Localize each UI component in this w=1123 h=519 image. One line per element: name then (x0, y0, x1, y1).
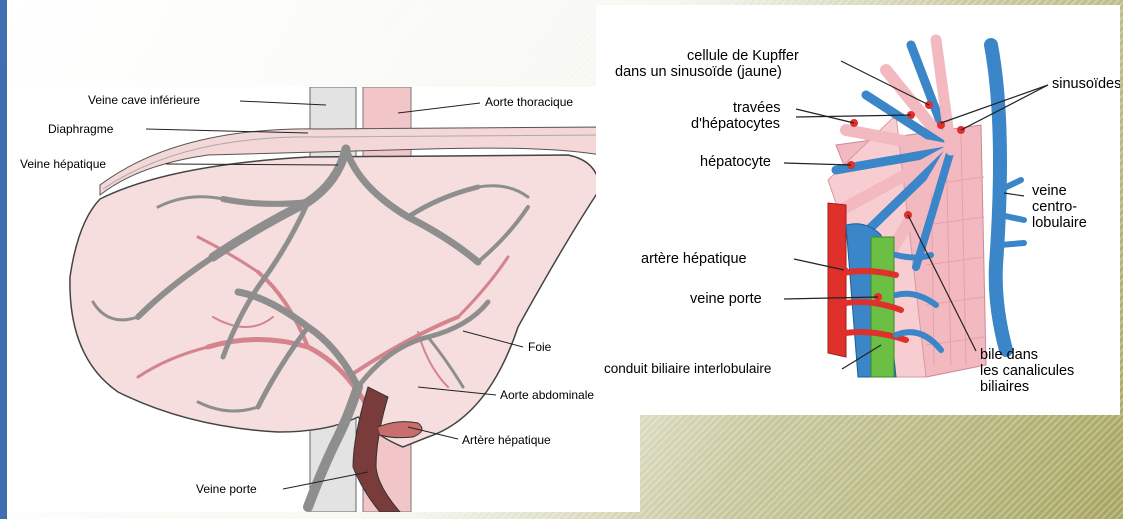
label-bile-line2: les canalicules (980, 363, 1074, 379)
label-veine-centro-line2: centro- (1032, 199, 1077, 215)
label-kupffer-line2: dans un sinusoïde (jaune) (615, 64, 782, 80)
label-travees-line1: travées (733, 100, 781, 116)
label-conduit-biliaire: conduit biliaire interlobulaire (604, 361, 771, 377)
label-bile-line3: biliaires (980, 379, 1029, 395)
label-veine-hepatique: Veine hépatique (20, 157, 106, 171)
hepatic-lobule-panel: cellule de Kupffer dans un sinusoïde (ja… (596, 5, 1120, 415)
label-kupffer-line1: cellule de Kupffer (687, 48, 799, 64)
label-veine-porte: Veine porte (196, 482, 257, 496)
central-vein (991, 45, 1006, 350)
liver-anatomy-panel: Veine cave inférieure Aorte thoracique D… (8, 87, 640, 512)
label-travees-line2: d'hépatocytes (691, 116, 780, 132)
label-artere-hepatique-lobule: artère hépatique (641, 251, 747, 267)
liver-shape (70, 155, 600, 447)
label-veine-porte-lobule: veine porte (690, 291, 762, 307)
label-aorte-abdominale: Aorte abdominale (500, 388, 594, 402)
label-foie: Foie (528, 340, 551, 354)
label-sinusoides: sinusoïdes (1052, 76, 1120, 92)
label-aorte-thoracique: Aorte thoracique (485, 95, 573, 109)
label-artere-hepatique: Artère hépatique (462, 433, 551, 447)
label-veine-centro-line1: veine (1032, 183, 1067, 199)
liver-illustration (8, 87, 640, 512)
slide-accent-bar (0, 0, 7, 519)
label-veine-cave-inferieure: Veine cave inférieure (88, 93, 200, 107)
label-diaphragme: Diaphragme (48, 122, 113, 136)
label-bile-line1: bile dans (980, 347, 1038, 363)
label-hepatocyte: hépatocyte (700, 154, 771, 170)
label-veine-centro-line3: lobulaire (1032, 215, 1087, 231)
